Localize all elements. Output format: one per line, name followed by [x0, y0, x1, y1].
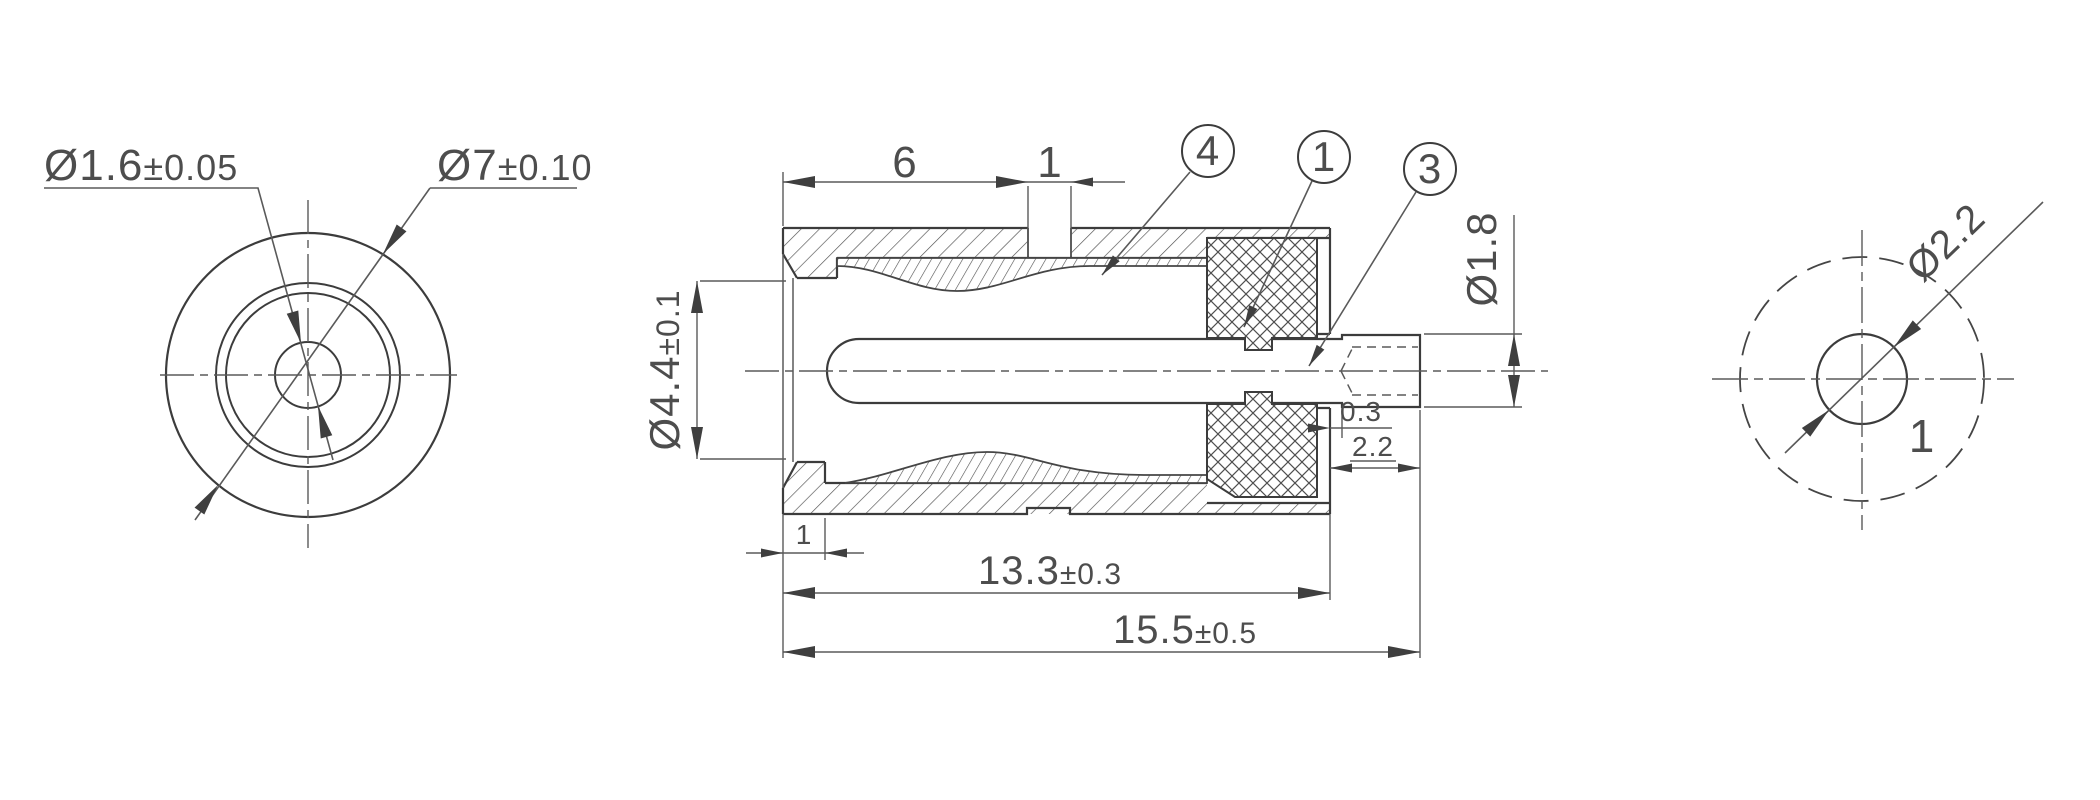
balloon-callouts: 4 1 3 — [1098, 124, 1457, 369]
arrowhead — [1071, 177, 1093, 187]
arrowhead — [1508, 375, 1520, 407]
body-dia-tolerance: ±0.10 — [498, 147, 593, 188]
arrowhead — [1298, 587, 1330, 599]
arrowhead — [783, 176, 815, 188]
arrowhead — [312, 404, 333, 439]
length-13-3-tolerance: ±0.3 — [1060, 558, 1122, 591]
end-view: Ø2.2 1 — [1712, 195, 2044, 530]
length-13-3-value: 13.3 — [978, 549, 1060, 593]
bore-dia-value: Ø4.4 — [641, 355, 688, 450]
spring-contacts — [836, 257, 1208, 484]
arrowhead — [1508, 334, 1520, 366]
dim-tip-dia-label: Ø1.8 — [1458, 211, 1505, 306]
end-centerlines — [1712, 230, 2014, 530]
arrowhead — [1388, 646, 1420, 658]
arrowhead — [691, 281, 703, 313]
arrowhead — [996, 176, 1028, 188]
arrowhead — [286, 310, 307, 345]
shell-top-wall-hatch — [783, 228, 1028, 278]
hidden-hole-lines — [1340, 346, 1418, 396]
shell-bottom-wall-hatch — [783, 462, 1330, 514]
balloon-1-label: 1 — [1312, 133, 1336, 180]
pin-dia-value: Ø1.6 — [44, 141, 143, 190]
dim-13-3-label: 13.3±0.3 — [978, 549, 1122, 593]
insulator-bottom-block — [1206, 391, 1318, 498]
arrowhead — [761, 548, 783, 558]
dim-bore-label: Ø4.4±0.1 — [641, 289, 688, 450]
upper-spring-contact — [836, 257, 1208, 292]
tip-diameter-label: Ø2.2 — [1898, 195, 1994, 290]
dim-1-bottom-label: 1 — [796, 519, 813, 550]
front-view: Ø1.6±0.05 Ø7±0.10 — [44, 141, 593, 548]
arrowhead — [783, 646, 815, 658]
pin-dia-tolerance: ±0.05 — [143, 147, 238, 188]
arrowhead — [691, 427, 703, 459]
dim-6-label: 6 — [892, 138, 917, 187]
balloon-1-circle — [1297, 130, 1351, 184]
dim-1-top-label: 1 — [1037, 138, 1062, 187]
top-slot-edges — [1027, 228, 1072, 258]
balloon-3-label: 3 — [1418, 145, 1442, 192]
insulator — [1206, 237, 1318, 498]
dimension-lines — [696, 172, 1522, 658]
balloon-leader-lines — [1101, 171, 1417, 367]
arrowhead — [1398, 463, 1420, 473]
arrowhead — [1330, 463, 1352, 473]
arrowhead — [783, 587, 815, 599]
body-diameter-label: Ø7±0.10 — [437, 141, 593, 190]
end-view-part-label: 1 — [1909, 410, 1936, 462]
dim-15-5-label: 15.5±0.5 — [1113, 608, 1257, 652]
front-opening-edge-lines — [782, 254, 794, 488]
body-dia-value: Ø7 — [437, 141, 498, 190]
balloon-3-circle — [1403, 142, 1457, 196]
length-15-5-tolerance: ±0.5 — [1195, 617, 1257, 650]
insulator-top-block — [1206, 237, 1318, 351]
arrowhead — [1308, 423, 1330, 433]
front-centerlines — [160, 200, 457, 548]
arrowhead — [378, 224, 407, 258]
front-leaders — [44, 187, 577, 521]
bore-dia-tolerance: ±0.1 — [650, 289, 686, 355]
length-15-5-value: 15.5 — [1113, 608, 1195, 652]
balloon-4-circle — [1181, 124, 1235, 178]
pin-diameter-label: Ø1.6±0.05 — [44, 141, 238, 190]
dim-2-2-label: 2.2 — [1352, 431, 1394, 462]
dim-0-3-label: 0.3 — [1340, 396, 1382, 427]
lower-spring-contact — [844, 451, 1208, 484]
body-dia-leader-line — [194, 187, 577, 521]
arrowhead — [825, 548, 847, 558]
pin-dia-leader-line — [44, 187, 334, 461]
section-view: 4 1 3 6 1 Ø4.4±0.1 Ø1.8 0.3 2.2 13.3±0.3… — [641, 124, 1548, 658]
balloon-4-label: 4 — [1196, 127, 1220, 174]
